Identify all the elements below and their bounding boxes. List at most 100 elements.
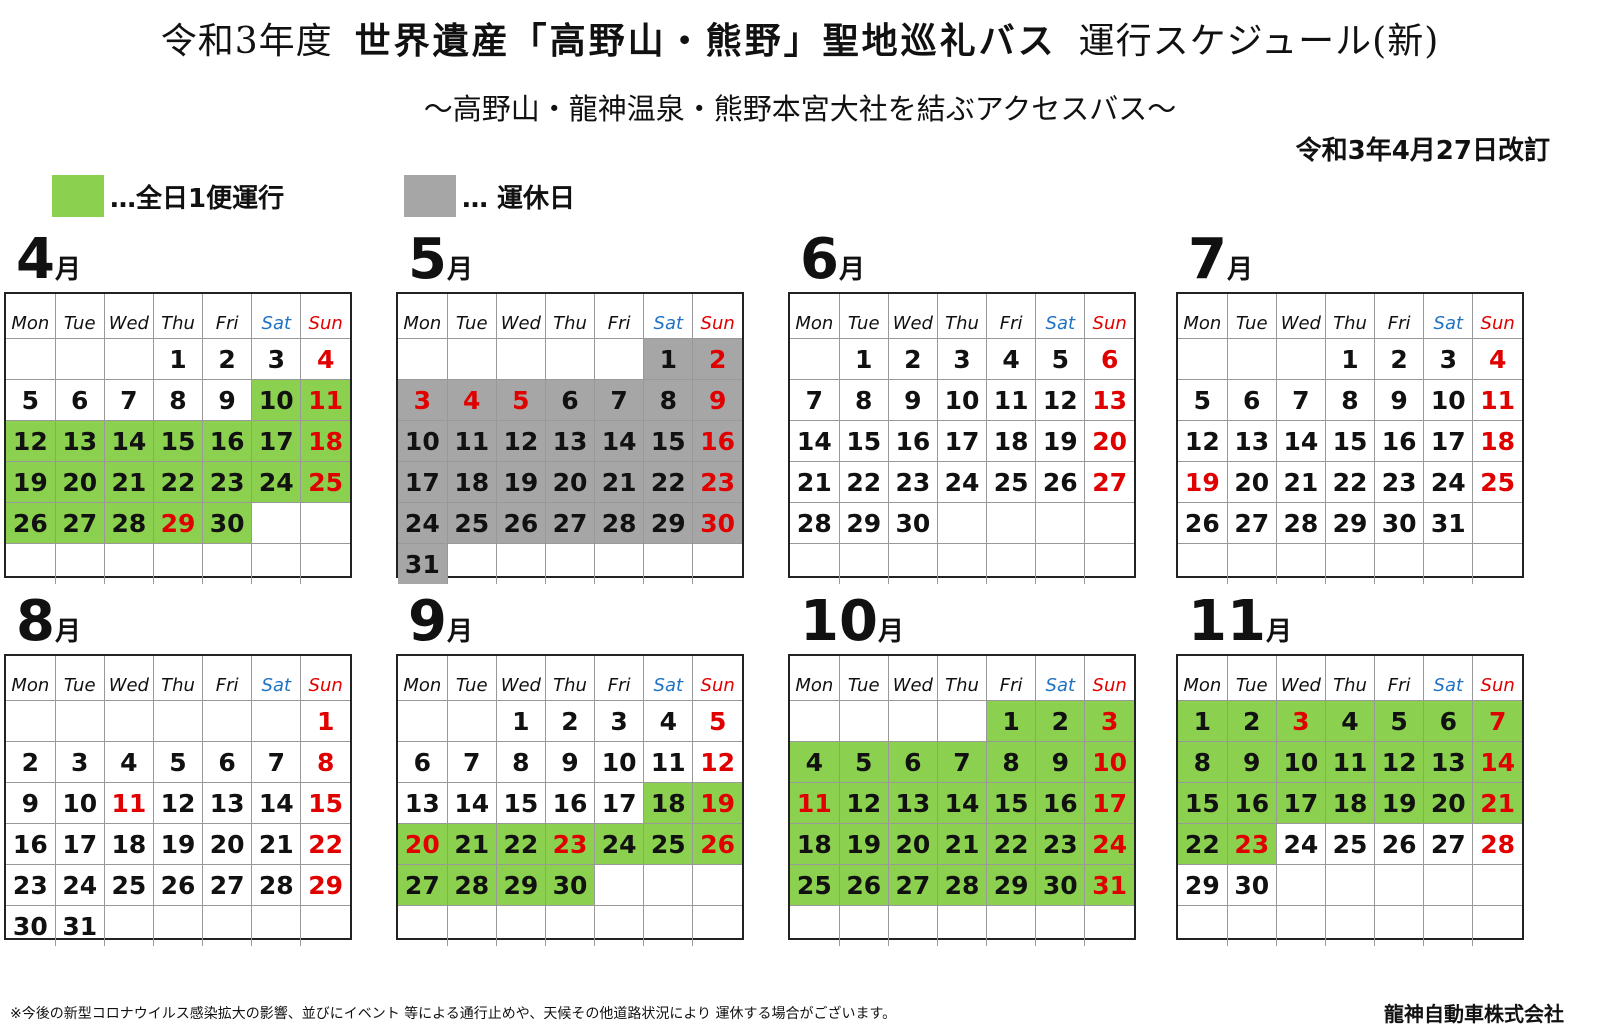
day-cell: 25 bbox=[446, 502, 497, 544]
month-unit: 月 bbox=[877, 617, 904, 647]
weekday-header: Wed bbox=[103, 294, 154, 339]
month-label: 6月 bbox=[800, 228, 865, 292]
empty-cell bbox=[1275, 543, 1326, 584]
empty-cell bbox=[1226, 905, 1277, 946]
empty-cell bbox=[398, 905, 448, 946]
empty-cell bbox=[1035, 905, 1085, 946]
month-number: 6 bbox=[800, 227, 839, 292]
empty-cell bbox=[300, 502, 350, 544]
day-cell: 2 bbox=[1374, 338, 1424, 380]
weekday-header: Sat bbox=[1423, 294, 1473, 339]
empty-cell bbox=[1423, 905, 1473, 946]
empty-cell bbox=[251, 700, 301, 742]
empty-cell bbox=[1035, 502, 1085, 544]
day-cell: 14 bbox=[790, 420, 840, 462]
day-cell: 15 bbox=[495, 782, 546, 824]
empty-cell bbox=[936, 502, 987, 544]
day-cell: 27 bbox=[544, 502, 595, 544]
day-cell: 31 bbox=[1084, 864, 1134, 906]
day-cell: 10 bbox=[54, 782, 105, 824]
day-cell: 28 bbox=[1472, 823, 1522, 865]
day-cell: 4 bbox=[1472, 338, 1522, 380]
day-cell: 12 bbox=[495, 420, 546, 462]
month-label: 4月 bbox=[16, 228, 81, 292]
day-cell: 2 bbox=[1035, 700, 1085, 742]
day-cell: 27 bbox=[54, 502, 105, 544]
day-cell: 11 bbox=[790, 782, 840, 824]
weekday-header: Thu bbox=[152, 294, 203, 339]
day-cell: 12 bbox=[6, 420, 56, 462]
day-cell: 17 bbox=[936, 420, 987, 462]
day-cell: 8 bbox=[152, 379, 203, 421]
day-cell: 6 bbox=[202, 741, 252, 783]
day-cell: 17 bbox=[251, 420, 301, 462]
day-cell: 19 bbox=[1178, 461, 1228, 503]
legend-operating: …全日1便運行 bbox=[52, 175, 284, 217]
month-label: 7月 bbox=[1188, 228, 1253, 292]
day-cell: 28 bbox=[1275, 502, 1326, 544]
day-cell: 7 bbox=[936, 741, 987, 783]
empty-cell bbox=[790, 543, 840, 584]
day-cell: 22 bbox=[300, 823, 350, 865]
day-cell: 28 bbox=[251, 864, 301, 906]
weekday-header: Mon bbox=[11, 675, 50, 696]
day-cell: 16 bbox=[887, 420, 938, 462]
day-cell: 29 bbox=[1178, 864, 1228, 906]
empty-cell bbox=[300, 543, 350, 584]
day-cell: 19 bbox=[6, 461, 56, 503]
empty-cell bbox=[790, 338, 840, 380]
day-cell: 15 bbox=[838, 420, 889, 462]
day-cell: 9 bbox=[692, 379, 742, 421]
empty-cell bbox=[1324, 864, 1375, 906]
day-cell: 25 bbox=[1324, 823, 1375, 865]
empty-cell bbox=[1472, 905, 1522, 946]
weekday-header: Thu bbox=[544, 656, 595, 701]
day-cell: 16 bbox=[1226, 782, 1277, 824]
day-cell: 29 bbox=[300, 864, 350, 906]
weekday-header: Thu bbox=[1324, 294, 1375, 339]
empty-cell bbox=[838, 700, 889, 742]
day-cell: 1 bbox=[986, 700, 1036, 742]
empty-cell bbox=[1275, 338, 1326, 380]
empty-cell bbox=[838, 543, 889, 584]
empty-cell bbox=[790, 905, 840, 946]
day-cell: 5 bbox=[838, 741, 889, 783]
empty-cell bbox=[790, 700, 840, 742]
month-unit: 月 bbox=[1265, 617, 1292, 647]
day-cell: 1 bbox=[152, 338, 203, 380]
day-cell: 20 bbox=[1423, 782, 1473, 824]
empty-cell bbox=[300, 905, 350, 946]
day-cell: 25 bbox=[300, 461, 350, 503]
empty-cell bbox=[446, 905, 497, 946]
month-number: 4 bbox=[16, 227, 55, 292]
empty-cell bbox=[202, 700, 252, 742]
empty-cell bbox=[103, 338, 154, 380]
day-cell: 4 bbox=[790, 741, 840, 783]
day-cell: 19 bbox=[1035, 420, 1085, 462]
day-cell: 9 bbox=[1374, 379, 1424, 421]
weekday-header: Thu bbox=[936, 656, 987, 701]
day-cell: 30 bbox=[202, 502, 252, 544]
day-cell: 11 bbox=[103, 782, 154, 824]
day-cell: 12 bbox=[1374, 741, 1424, 783]
day-cell: 26 bbox=[692, 823, 742, 865]
day-cell: 1 bbox=[1178, 700, 1228, 742]
month-unit: 月 bbox=[1226, 255, 1253, 285]
day-cell: 8 bbox=[300, 741, 350, 783]
day-cell: 14 bbox=[594, 420, 644, 462]
day-cell: 13 bbox=[1084, 379, 1134, 421]
weekday-header: Fri bbox=[986, 294, 1036, 339]
day-cell: 27 bbox=[887, 864, 938, 906]
month-label: 9月 bbox=[408, 590, 473, 654]
day-cell: 21 bbox=[1472, 782, 1522, 824]
empty-cell bbox=[54, 543, 105, 584]
day-cell: 12 bbox=[1035, 379, 1085, 421]
day-cell: 30 bbox=[6, 905, 56, 946]
day-cell: 4 bbox=[986, 338, 1036, 380]
empty-cell bbox=[152, 700, 203, 742]
day-cell: 21 bbox=[103, 461, 154, 503]
empty-cell bbox=[986, 905, 1036, 946]
day-cell: 6 bbox=[54, 379, 105, 421]
